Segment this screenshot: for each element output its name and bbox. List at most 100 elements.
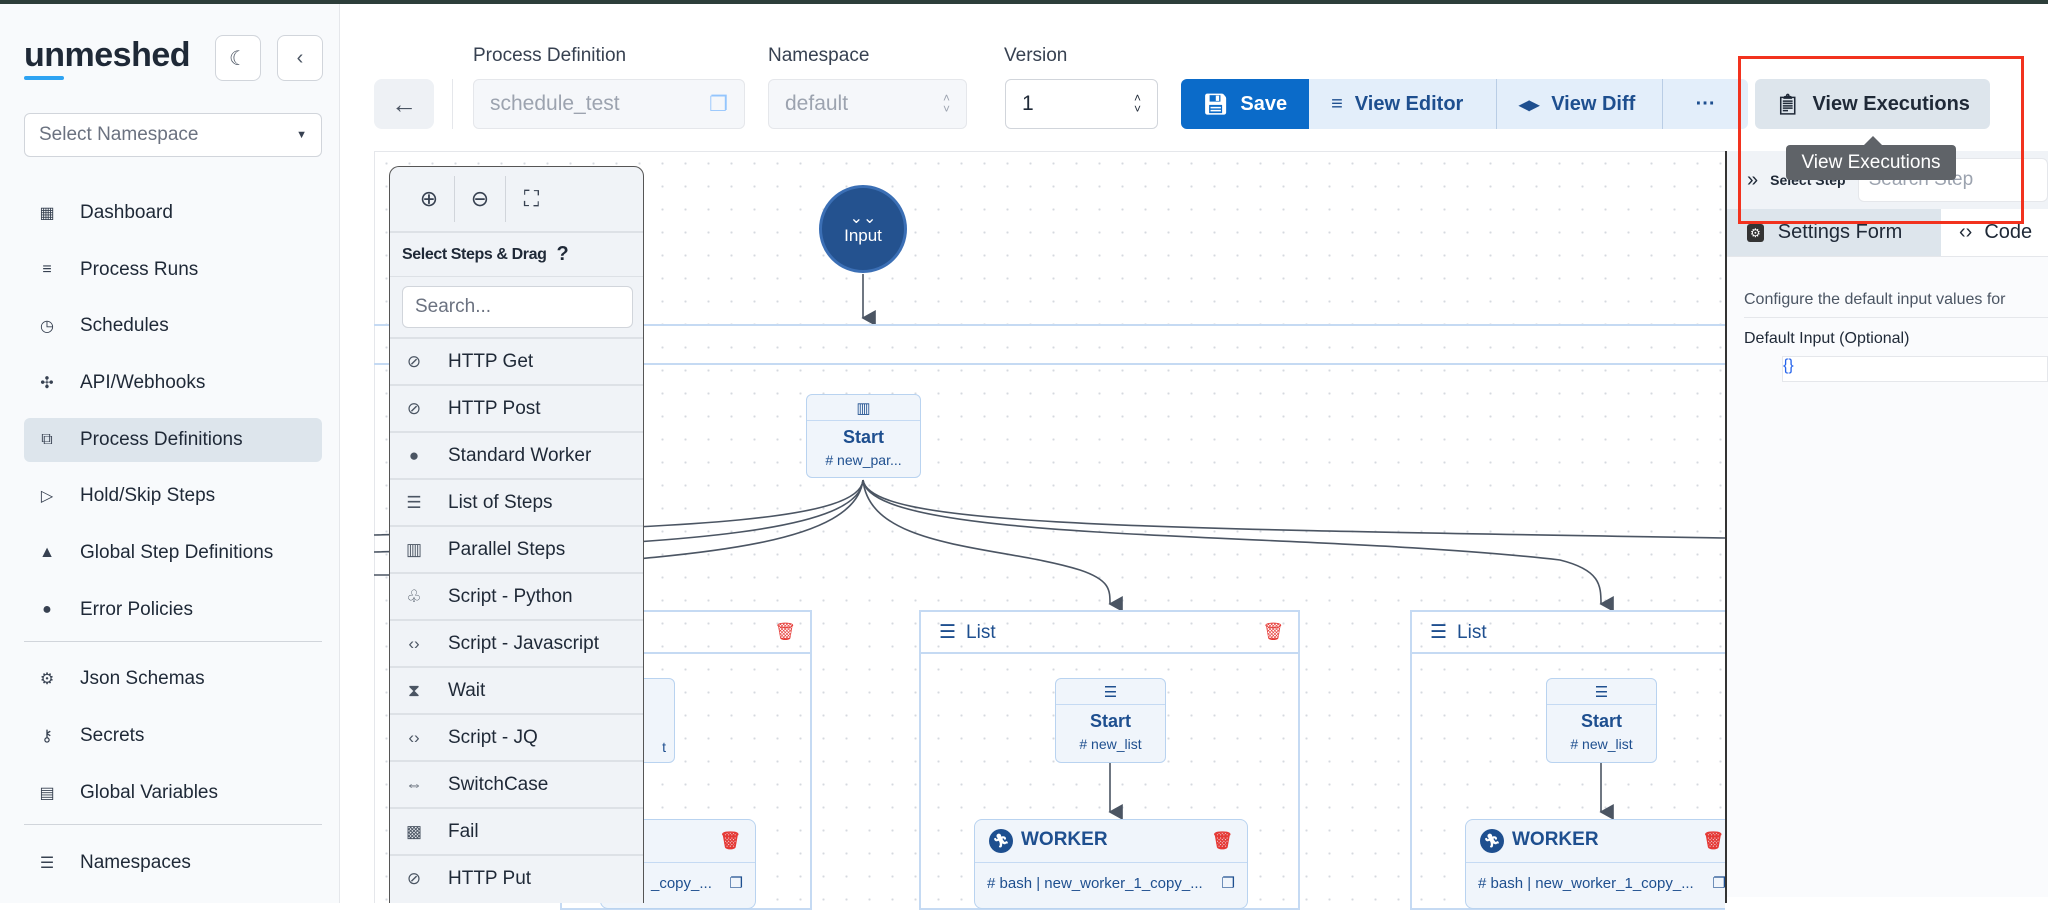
server-icon: ☰ xyxy=(39,855,55,872)
sidebar-item-api-webhooks[interactable]: ✣ API/Webhooks xyxy=(24,361,322,405)
error-icon: ● xyxy=(42,601,52,618)
sidebar-item-process-runs[interactable]: ≡Process Runs xyxy=(24,248,322,292)
node-ref: # new_list xyxy=(1570,736,1633,752)
tab-settings-form[interactable]: ⚙Settings Form xyxy=(1727,209,1941,256)
palette-item-script-javascript[interactable]: ‹›Script - Javascript xyxy=(390,619,643,666)
sidebar-item-process-definitions[interactable]: ⧉Process Definitions xyxy=(24,418,322,462)
sidebar-item-namespaces[interactable]: ☰Namespaces xyxy=(24,841,322,885)
palette-item-switchcase[interactable]: ⇔SwitchCase xyxy=(390,760,643,807)
palette-item-http-post[interactable]: ⊘HTTP Post xyxy=(390,384,643,431)
view-executions-button[interactable]: 📋︎ View Executions xyxy=(1755,79,1990,129)
palette-search-placeholder: Search... xyxy=(415,296,492,317)
namespace-select[interactable]: Select Namespace▼ xyxy=(24,113,322,157)
step-type-icon: ▥ xyxy=(405,539,423,559)
list-icon: ☰ xyxy=(939,621,957,643)
zoom-in-icon[interactable]: ⊕ xyxy=(404,176,455,222)
palette-item-http-get[interactable]: ⊘HTTP Get xyxy=(390,337,643,384)
view-editor-label: View Editor xyxy=(1354,92,1464,115)
more-icon: ··· xyxy=(1695,92,1716,115)
palette-item-script-jq[interactable]: ‹›Script - JQ xyxy=(390,713,643,760)
view-editor-button[interactable]: ≡ View Editor xyxy=(1309,79,1498,129)
sidebar-item-error-policies[interactable]: ●Error Policies xyxy=(24,588,322,632)
palette-title: Select Steps & Drag xyxy=(402,245,547,263)
namespace-select-placeholder: Select Namespace xyxy=(39,124,199,145)
namespace-label: Namespace xyxy=(768,45,870,66)
view-diff-button[interactable]: ◂▸View Diff xyxy=(1497,79,1664,129)
sidebar-item-secrets[interactable]: ⚷Secrets xyxy=(24,714,322,758)
palette-item-parallel-steps[interactable]: ▥Parallel Steps xyxy=(390,525,643,572)
worker-title: WORKER xyxy=(1021,829,1108,850)
step-type-icon: ⇔ xyxy=(405,774,423,794)
help-icon[interactable]: ? xyxy=(556,243,569,265)
runner-icon: 🏃︎ xyxy=(989,829,1013,853)
trash-icon[interactable]: 🗑︎ xyxy=(1211,831,1233,850)
palette-item-script-python[interactable]: ♧Script - Python xyxy=(390,572,643,619)
palette-item-fail[interactable]: ▩Fail xyxy=(390,807,643,854)
process-definitions-icon: ⧉ xyxy=(41,431,53,448)
clipboard-check-icon: 📋︎ xyxy=(1775,93,1801,116)
view-executions-label: View Executions xyxy=(1812,92,1970,115)
edge-to-list-3 xyxy=(862,479,1614,612)
key-icon: ⚷ xyxy=(41,728,53,745)
palette-item-standard-worker[interactable]: ●Standard Worker xyxy=(390,431,643,478)
trash-icon[interactable]: 🗑︎ xyxy=(719,831,741,850)
expand-icon[interactable]: » xyxy=(1747,168,1759,191)
copy-icon[interactable]: ❐ xyxy=(1221,875,1235,892)
sidebar-item-label: API/Webhooks xyxy=(80,372,206,393)
palette-item-wait[interactable]: ⧗Wait xyxy=(390,666,643,713)
node-ref: t xyxy=(662,739,666,755)
input-node-label: Input xyxy=(844,226,882,245)
list-start-node[interactable]: ☰ Start # new_list xyxy=(1546,678,1657,763)
list-icon: ☰ xyxy=(1056,679,1165,705)
back-button[interactable]: ← xyxy=(374,79,434,129)
list-start-node[interactable]: ☰ Start # new_list xyxy=(1055,678,1166,763)
webhooks-icon: ✣ xyxy=(40,375,54,392)
sidebar-item-global-variables[interactable]: ▤Global Variables xyxy=(24,771,322,815)
process-definition-value: schedule_test xyxy=(490,92,620,115)
node-ref: # new_list xyxy=(1079,736,1142,752)
save-button[interactable]: 💾︎Save xyxy=(1181,79,1310,129)
sidebar-item-hold-skip-steps[interactable]: ▷Hold/Skip Steps xyxy=(24,474,322,518)
edit-list-icon: ≡ xyxy=(1331,92,1343,115)
arrow-left-icon: ← xyxy=(391,88,417,119)
copy-icon[interactable]: ❐ xyxy=(1712,875,1725,892)
version-select[interactable]: 1˄˅ xyxy=(1005,79,1158,129)
palette-item-list-of-steps[interactable]: ☰List of Steps xyxy=(390,478,643,525)
sidebar-item-label: Global Step Definitions xyxy=(80,542,274,563)
sidebar-item-label: Schedules xyxy=(80,315,169,336)
theme-toggle-button[interactable]: ☾ xyxy=(215,35,261,81)
worker-ref: _copy_... xyxy=(651,874,712,892)
worker-node[interactable]: 🏃︎WORKER🗑︎ # bash | new_worker_1_copy_..… xyxy=(974,819,1248,909)
namespace-field[interactable]: default˄˅ xyxy=(768,79,967,129)
fit-view-icon[interactable]: ⛶ xyxy=(523,186,540,211)
palette-search-input[interactable]: Search... xyxy=(402,286,633,328)
trash-icon[interactable]: 🗑︎ xyxy=(1262,622,1284,641)
palette-item-label: Wait xyxy=(448,679,486,701)
copy-icon[interactable]: ❐ xyxy=(709,92,728,116)
trash-icon[interactable]: 🗑︎ xyxy=(1702,831,1724,850)
sidebar-item-schedules[interactable]: ◷Schedules xyxy=(24,304,322,348)
input-node[interactable]: ⌄⌄ Input xyxy=(819,185,907,273)
process-definition-label: Process Definition xyxy=(473,45,627,66)
copy-icon[interactable]: ❐ xyxy=(729,875,743,892)
default-input-label: Default Input (Optional) xyxy=(1744,330,1910,347)
zoom-out-icon[interactable]: ⊖ xyxy=(455,176,506,222)
collapse-sidebar-button[interactable]: ‹ xyxy=(277,35,323,81)
more-button[interactable]: ··· xyxy=(1663,79,1749,129)
tab-code[interactable]: ‹›Code xyxy=(1941,209,2032,256)
palette-item-http-put[interactable]: ⊘HTTP Put xyxy=(390,854,643,901)
trash-icon[interactable]: 🗑︎ xyxy=(774,622,796,641)
parallel-start-node[interactable]: ▥ Start # new_par... xyxy=(806,394,921,478)
window-top-bar xyxy=(0,0,2048,4)
node-title: Start xyxy=(842,427,884,447)
edge xyxy=(862,479,1726,539)
sidebar-item-json-schemas[interactable]: ⚙Json Schemas xyxy=(24,657,322,701)
default-input-editor[interactable]: {} xyxy=(1782,356,2048,382)
step-type-icon: ⊘ xyxy=(406,868,422,888)
process-definition-field[interactable]: schedule_test ❐ xyxy=(473,79,745,129)
worker-node[interactable]: 🏃︎WORKER🗑︎ # bash | new_worker_1_copy_..… xyxy=(1465,819,1725,909)
view-diff-label: View Diff xyxy=(1551,92,1636,115)
sidebar-item-global-step-definitions[interactable]: ▲Global Step Definitions xyxy=(24,531,322,575)
sidebar-item-dashboard[interactable]: ▦Dashboard xyxy=(24,191,322,235)
tab-label: Settings Form xyxy=(1777,221,1903,243)
